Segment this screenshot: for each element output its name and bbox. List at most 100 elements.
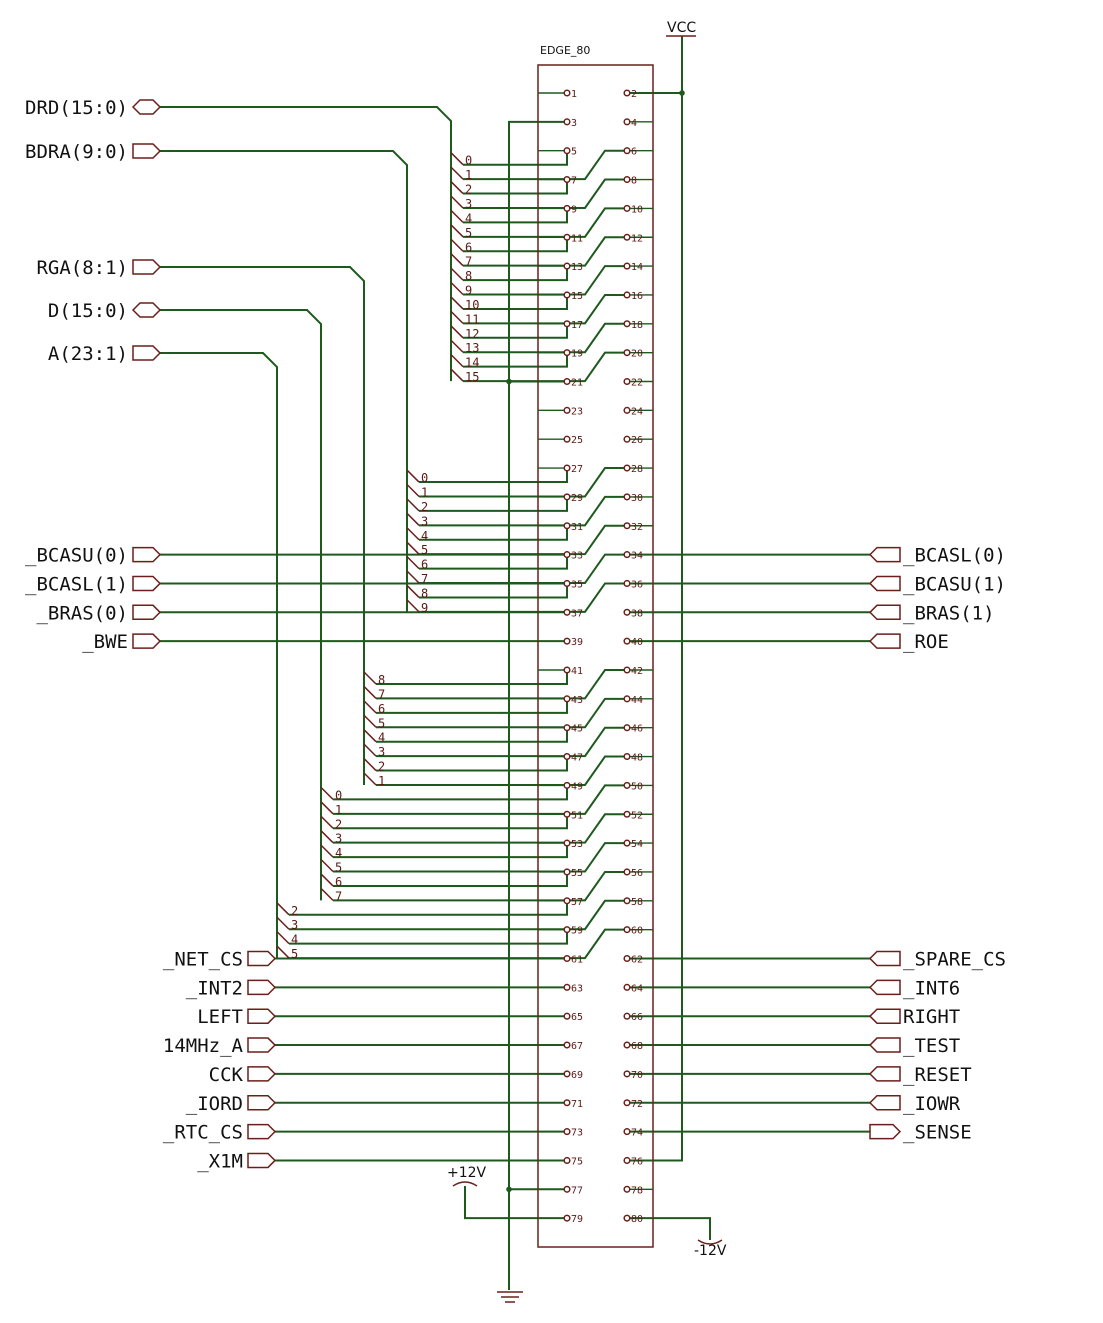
pin-56 [623, 868, 631, 876]
pin-29 [563, 493, 571, 501]
bus-bit-a-5: 5 [291, 947, 298, 961]
pin-69-number: 69 [571, 1070, 583, 1081]
bus-wire-drd-9 [463, 265, 627, 296]
pin-23 [563, 406, 571, 414]
bus-ripper-bdra-5 [406, 541, 420, 555]
right-signal-label: _SPARE_CS [903, 949, 1006, 971]
bus-wire-bdra-4 [419, 525, 568, 541]
bus-ripper-drd-1 [450, 166, 464, 180]
plus12-symbol [452, 1181, 478, 1187]
bus-wire-rga-5 [376, 697, 627, 729]
pin-43 [563, 695, 571, 703]
pin-20-number: 20 [631, 349, 643, 360]
left-signal-label: LEFT [197, 1006, 243, 1028]
bus-ripper-d-7 [320, 887, 334, 901]
bus-bit-bdra-8: 8 [421, 586, 428, 600]
pin-70 [623, 1070, 631, 1078]
bus-ripper-drd-6 [450, 238, 464, 252]
bus-bit-drd-10: 10 [465, 298, 479, 312]
pin-65-number: 65 [571, 1012, 583, 1023]
pin-69 [563, 1070, 571, 1078]
pin-62 [623, 954, 631, 963]
bus-ripper-bdra-9 [406, 599, 420, 613]
plus12-wire [464, 1186, 567, 1220]
pin-55-number: 55 [571, 868, 583, 879]
left-signal-label: _BCASL(1) [25, 573, 128, 595]
pin-62-number: 62 [631, 955, 643, 966]
pin-47 [563, 753, 571, 761]
bus-wire-drd-15 [463, 351, 627, 383]
pin-7-number: 7 [571, 176, 577, 187]
pin-3 [563, 118, 571, 126]
pin-61 [563, 954, 571, 963]
pin-4-number: 4 [631, 118, 637, 129]
pin-76-number: 76 [631, 1156, 643, 1167]
pin-40-number: 40 [631, 637, 643, 648]
bus-wire-drd-14 [463, 352, 568, 368]
bus-wire-drd-7 [463, 236, 627, 267]
pin-35-number: 35 [571, 579, 583, 590]
bus-wire-a-2 [289, 900, 568, 916]
bus-ripper-bdra-8 [406, 584, 420, 598]
bus-ripper-drd-2 [450, 181, 464, 195]
pin-33-number: 33 [571, 551, 583, 562]
right-signal-port [868, 633, 901, 649]
pin-10-number: 10 [631, 204, 643, 215]
pin-59-number: 59 [571, 926, 583, 937]
bus-bit-drd-5: 5 [465, 226, 472, 240]
right-signal-port [869, 1123, 902, 1140]
right-signal-port [868, 1008, 901, 1024]
pin-11 [563, 233, 571, 241]
bus-label-a: A(23:1) [48, 343, 128, 365]
bus-wire-drd-6 [463, 237, 568, 253]
left-signal-port [247, 1037, 277, 1053]
bus-ripper-drd-13 [450, 339, 464, 353]
pin-56-number: 56 [631, 868, 643, 879]
pin-18 [623, 320, 631, 328]
pin-13 [563, 262, 571, 270]
pin-53-number: 53 [571, 839, 583, 850]
pin-19 [563, 349, 571, 357]
pin-8-number: 8 [631, 176, 637, 187]
pin-15 [563, 291, 571, 299]
bus-bit-drd-15: 15 [465, 370, 479, 384]
bus-wire-bdra-3 [419, 495, 627, 527]
pin-46-number: 46 [631, 724, 643, 735]
bus-ripper-bdra-0 [406, 469, 420, 483]
bus-ripper-drd-12 [450, 325, 464, 339]
pin-12-number: 12 [631, 233, 643, 244]
pin-67 [563, 1041, 571, 1049]
pin-74-number: 74 [631, 1128, 643, 1139]
pin-78 [623, 1185, 631, 1193]
pin-44 [623, 695, 631, 703]
bus-bit-bdra-3: 3 [421, 514, 428, 528]
left-signal-port [247, 1066, 277, 1082]
pin-34 [623, 551, 631, 559]
pin-30 [623, 493, 631, 501]
pin-25-number: 25 [571, 435, 583, 446]
pin-9 [563, 204, 571, 212]
ground-junction-77 [506, 1186, 512, 1193]
bus-bit-drd-3: 3 [465, 197, 472, 211]
minus12-wire [627, 1217, 711, 1240]
pin-36 [623, 579, 631, 588]
pin-75 [563, 1156, 571, 1164]
right-signal-port [868, 1066, 901, 1082]
pin-16 [623, 291, 631, 299]
bus-wire-drd-12 [463, 323, 568, 339]
pin-49-number: 49 [571, 781, 583, 792]
pin-72 [623, 1099, 631, 1107]
pin-32-number: 32 [631, 522, 643, 533]
left-signal-label: _BCASU(0) [25, 545, 128, 567]
wires-layer [160, 36, 870, 1290]
pin-45 [563, 724, 571, 732]
pin-1-number: 1 [571, 89, 577, 100]
pin-45-number: 45 [571, 724, 583, 735]
ground-icon [497, 1291, 523, 1303]
pin-26-number: 26 [631, 435, 643, 446]
pin-53 [563, 839, 571, 847]
bus-ripper-d-5 [320, 858, 334, 873]
left-signal-label: 14MHz_A [163, 1035, 244, 1057]
bus-ripper-a-3 [276, 916, 290, 930]
